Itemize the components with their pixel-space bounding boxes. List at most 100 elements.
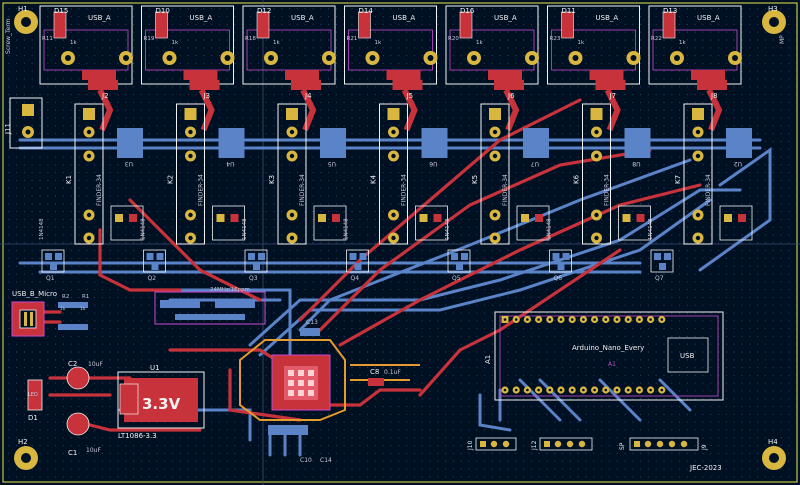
usb-led-label: D15 [54,7,68,15]
driver-q3: Q3 [244,249,268,282]
svg-text:SP: SP [619,442,626,450]
usb-res-value: 1k [375,40,382,46]
voltage-regulator-u1: U1 3.3V LT1086-3.3 [117,364,205,440]
svg-text:J12: J12 [531,440,538,451]
svg-text:Screw_Term: Screw_Term [5,18,12,54]
svg-text:H4: H4 [768,438,778,446]
capacitor-c14: C14 [320,457,332,464]
relay-diode-label: 1N4148 [445,218,451,240]
svg-text:R2: R2 [62,294,69,300]
usb-res-label: R18 [245,36,256,42]
usb-title: USB_A [494,14,517,22]
svg-text:3.3V: 3.3V [142,395,181,413]
capacitor-c1: C1 10uF [66,412,101,457]
usb-conn-ref: J5 [406,92,414,100]
usb-led-label: D11 [562,7,576,15]
usb-led-label: D14 [359,7,374,15]
driver-q2: Q2 [143,249,166,282]
relay-label: FINDER-34 [198,174,205,206]
usb-led-label: D16 [460,7,475,15]
svg-text:R1: R1 [82,294,89,300]
usb-conn-ref: J8 [710,92,718,100]
svg-text:H3: H3 [768,5,778,13]
relay-ref: K4 [370,174,378,184]
relay-label: FINDER-34 [299,174,306,206]
relay-diode-label: 1N4148 [242,218,248,240]
relay-label: FINDER-34 [96,174,103,206]
driver-ref: Q7 [655,275,664,282]
svg-text:C1: C1 [68,449,77,457]
svg-text:H2: H2 [18,438,28,446]
svg-text:J10: J10 [467,440,474,451]
usb-led-label: D12 [257,7,271,15]
usb-res-value: 1k [578,40,585,46]
driver-q4: Q4 [346,249,369,282]
svg-text:J11: J11 [4,123,12,135]
driver-ref: Q4 [351,275,360,282]
relay-ic-ref: U5 [328,160,336,167]
usb-res-label: R19 [144,36,155,42]
svg-text:1k: 1k [60,306,66,312]
usb-led-label: D10 [156,7,170,15]
usb-conn-ref: J6 [507,92,515,100]
relay-diode-label: 1N4148 [648,218,654,240]
svg-text:C14: C14 [320,457,332,464]
driver-ref: Q2 [148,275,157,282]
usb-res-value: 1k [273,40,280,46]
usb-title: USB_A [291,14,314,22]
usb-conn-ref: J3 [203,92,211,100]
relay-ref: K1 [65,175,73,184]
usb-title: USB_A [596,14,619,22]
svg-text:10uF: 10uF [88,361,103,368]
relay-k3: K3 FINDER-34 U5 1N4148 [242,103,347,245]
relay-diode-label: 1N4148 [39,218,45,240]
usb-res-label: R22 [651,36,662,42]
driver-q7: Q7 [650,249,674,282]
header-j9: SP J9 [619,437,708,451]
arduino-nano-every-a1: USB Arduino_Nano_Every A1 A1 [484,311,724,401]
relay-ic-ref: U4 [226,160,234,167]
relay-ic-ref: U3 [125,160,133,167]
crystal-oscillator: 24MHz/16ppm [154,287,266,325]
svg-text:USB_B_Micro: USB_B_Micro [12,290,57,298]
relay-ref: K5 [471,175,479,184]
mounting-hole-h1: H1 Screw_Term [5,5,38,54]
svg-text:USB: USB [680,352,695,360]
mounting-hole-h4: H4 [762,438,786,470]
usb-b-micro-connector: USB_B_Micro R2 R1 1k 1k [11,290,89,337]
screw-terminal-j11: J11 [4,97,43,149]
svg-text:D1: D1 [28,414,38,422]
usb-res-label: R11 [42,36,53,42]
header-j10: J10 [467,437,517,451]
driver-q5: Q5 [447,249,471,282]
relay-ref: K3 [268,175,276,184]
svg-text:10uF: 10uF [86,447,101,454]
svg-text:MP: MP [779,35,786,44]
relay-ref: K6 [573,174,581,184]
relay-label: FINDER-34 [502,174,509,206]
usb-res-label: R23 [550,36,561,42]
relay-diode-label: 1N4148 [344,218,350,240]
relay-diode-label: 1N4148 [547,218,553,240]
usb-title: USB_A [190,14,213,22]
capacitor-c8: C8 0.1uF [368,368,401,386]
driver-ref: Q3 [249,275,258,282]
usb-res-value: 1k [476,40,483,46]
usb-conn-ref: J4 [304,92,312,100]
usb-port-row: D15USB_AR111kJ2D10USB_AR191kJ3D12USB_AR1… [39,5,742,132]
relay-label: FINDER-34 [401,174,408,206]
svg-text:U1: U1 [150,364,160,372]
driver-ref: Q1 [46,275,55,282]
relay-diode-label: 1N4148 [141,218,147,240]
relay-ic-ref: U2 [734,160,742,167]
svg-text:C8: C8 [370,368,379,376]
